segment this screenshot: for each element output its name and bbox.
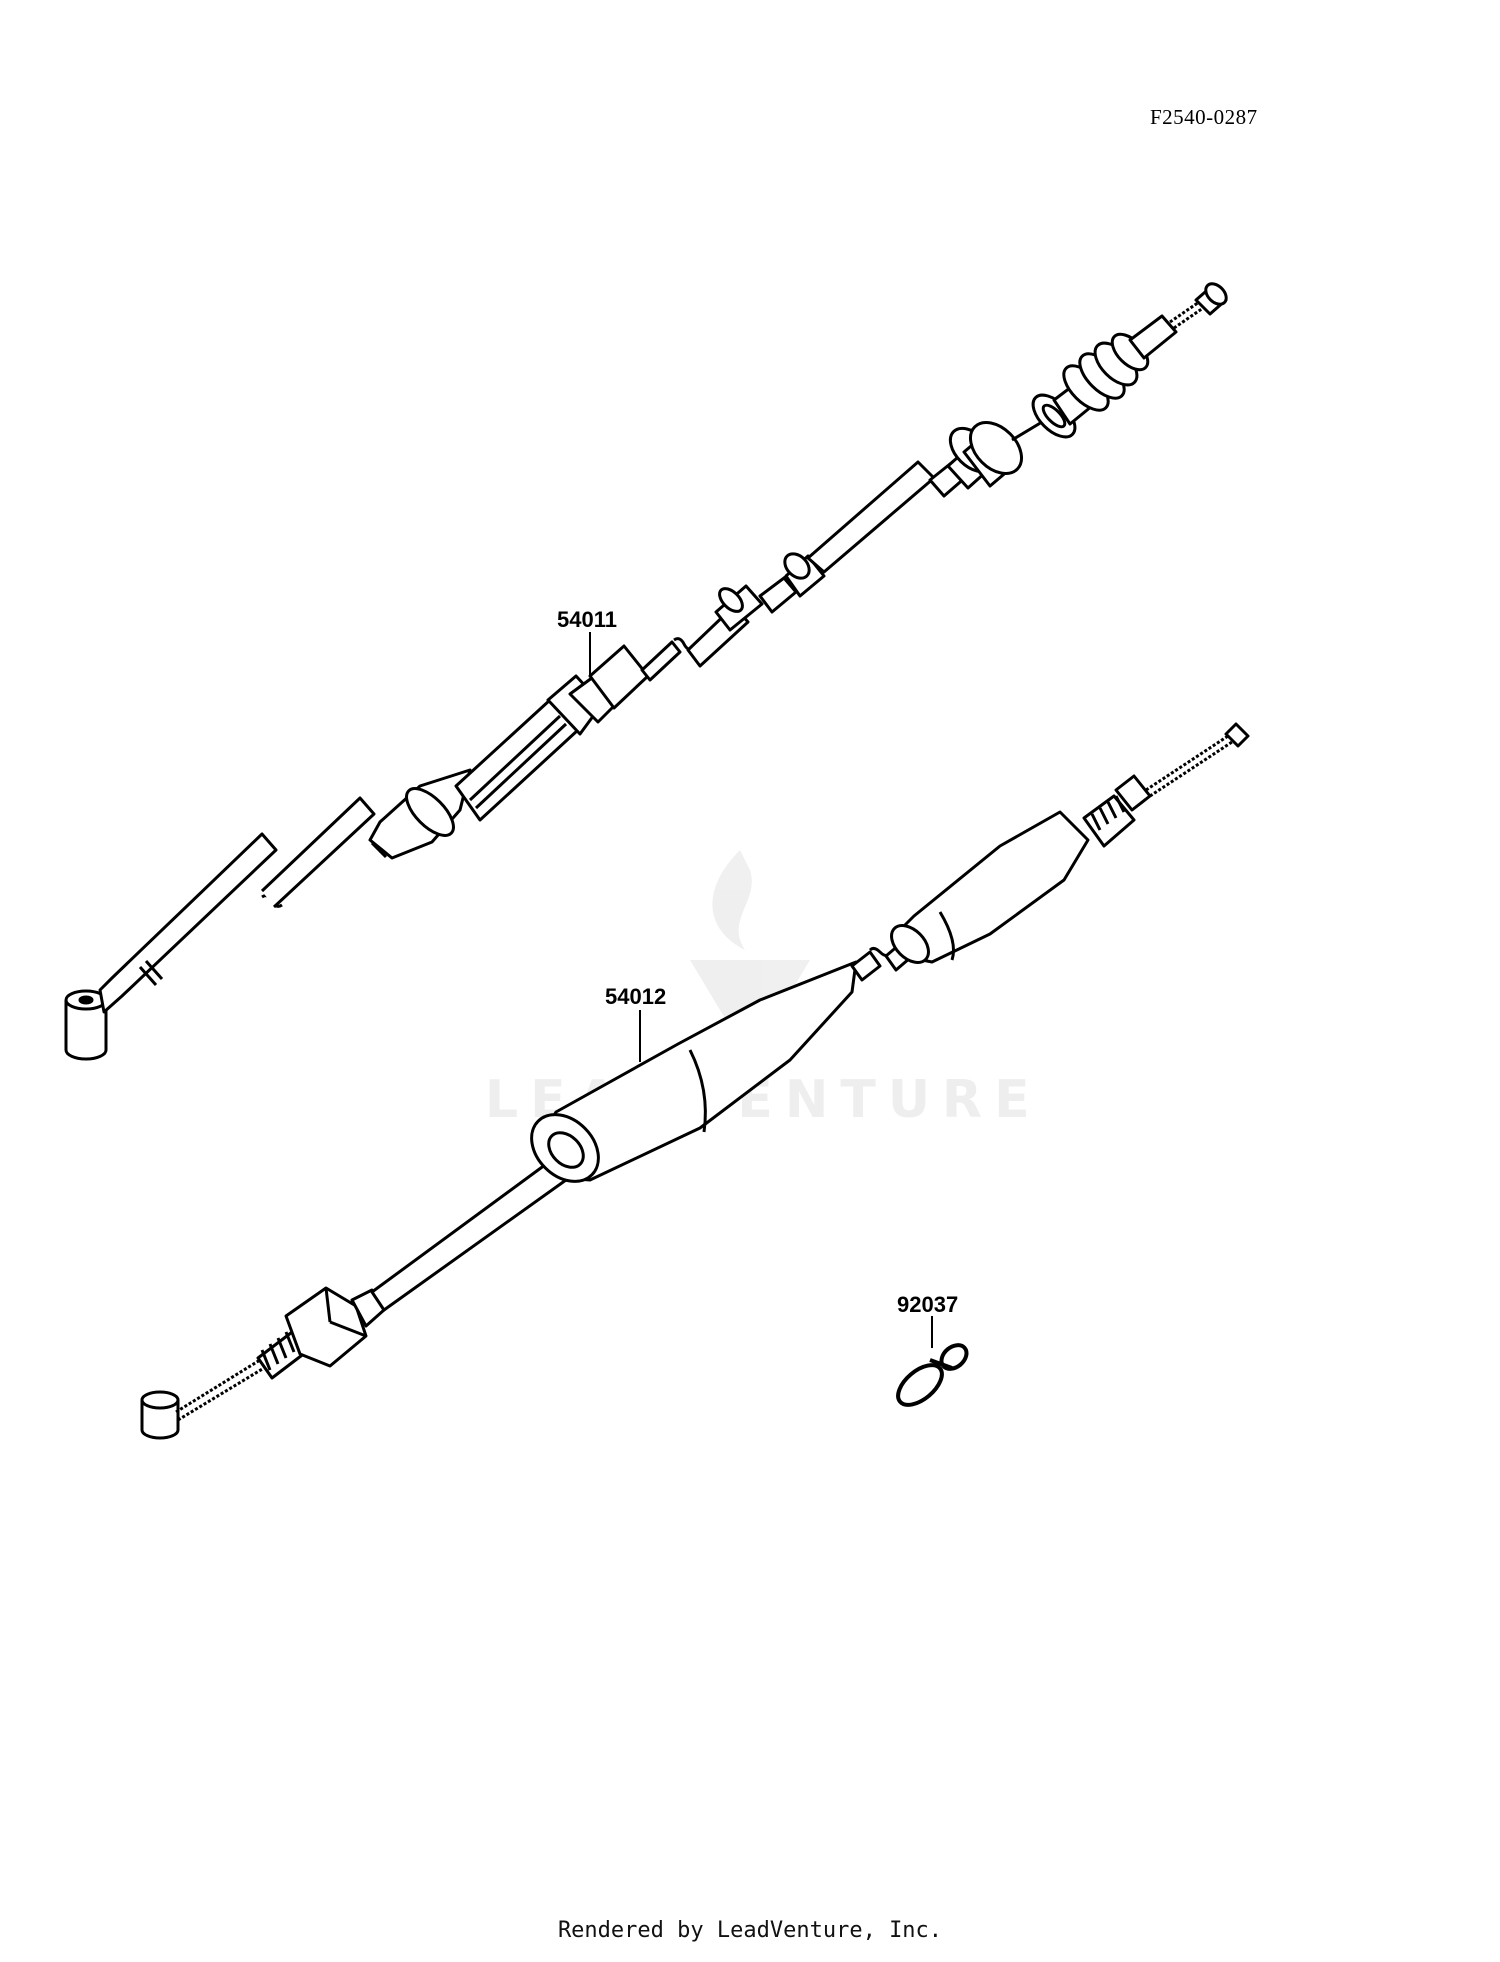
part-label-54012: 54012 [605, 984, 667, 1009]
figure-code: F2540-0287 [1150, 105, 1258, 129]
cable-54012-lower-end-fitting [140, 1390, 180, 1440]
footer-credit: Rendered by LeadVenture, Inc. [557, 1918, 943, 1943]
part-label-92037: 92037 [897, 1292, 959, 1317]
cable-54012 [140, 722, 1250, 1440]
part-label-54011: 54011 [557, 607, 617, 632]
cable-54011 [64, 282, 1228, 1061]
clip-92037 [896, 1343, 969, 1407]
cable-54011-lower-end-fitting [64, 989, 108, 1061]
